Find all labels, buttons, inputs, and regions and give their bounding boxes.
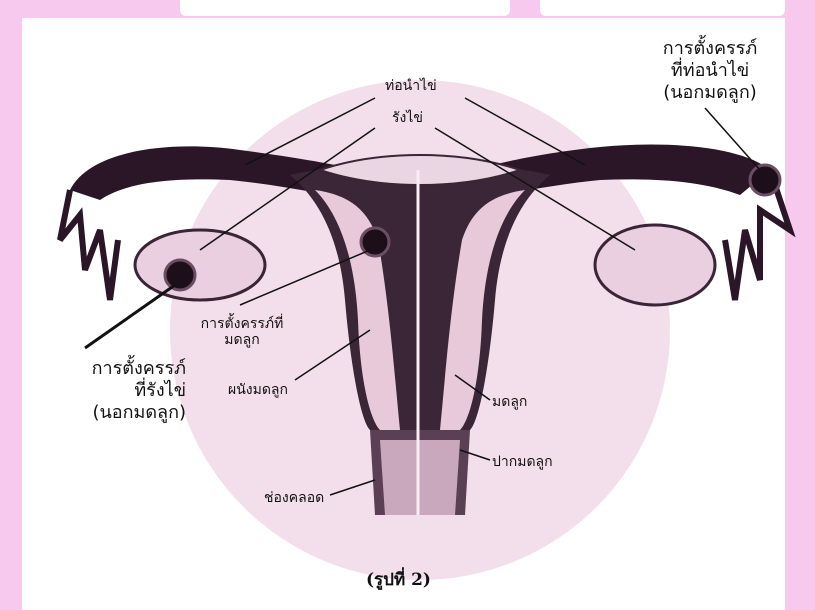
- label-uterine-wall: ผนังมดลูก: [228, 382, 288, 398]
- label-tubal-pregnancy-line2: ที่ท่อนำไข่: [630, 60, 790, 82]
- label-uterine-pregnancy-line2: มดลูก: [182, 332, 302, 348]
- label-ovarian-pregnancy-line2: ที่รังไข่: [26, 380, 186, 402]
- label-ovarian-pregnancy-line1: การตั้งครรภ์: [26, 358, 186, 380]
- ovarian-pregnancy-site: [165, 260, 195, 290]
- figure-caption: (รูปที่ 2): [366, 566, 431, 593]
- leader-ovarian-pregnancy: [85, 285, 175, 348]
- label-cervix: ปากมดลูก: [492, 454, 553, 470]
- label-tubal-pregnancy-line3: (นอกมดลูก): [630, 82, 790, 104]
- vaginal-canal: [380, 440, 460, 515]
- label-tubal-pregnancy: การตั้งครรภ์ ที่ท่อนำไข่ (นอกมดลูก): [630, 38, 790, 104]
- label-ovarian-pregnancy-line3: (นอกมดลูก): [26, 402, 186, 424]
- label-uterine-pregnancy-line1: การตั้งครรภ์ที่: [182, 316, 302, 332]
- label-uterine-pregnancy: การตั้งครรภ์ที่ มดลูก: [182, 316, 302, 348]
- left-fimbriae: [60, 190, 118, 300]
- tubal-pregnancy-site: [750, 165, 780, 195]
- label-ovary: รังไข่: [392, 110, 423, 126]
- left-ovary: [135, 230, 265, 300]
- label-tubal-pregnancy-line1: การตั้งครรภ์: [630, 38, 790, 60]
- label-fallopian-tube: ท่อนำไข่: [385, 78, 437, 94]
- label-ovarian-pregnancy: การตั้งครรภ์ ที่รังไข่ (นอกมดลูก): [26, 358, 186, 424]
- label-uterus: มดลูก: [492, 394, 527, 410]
- label-vagina: ช่องคลอด: [264, 490, 324, 506]
